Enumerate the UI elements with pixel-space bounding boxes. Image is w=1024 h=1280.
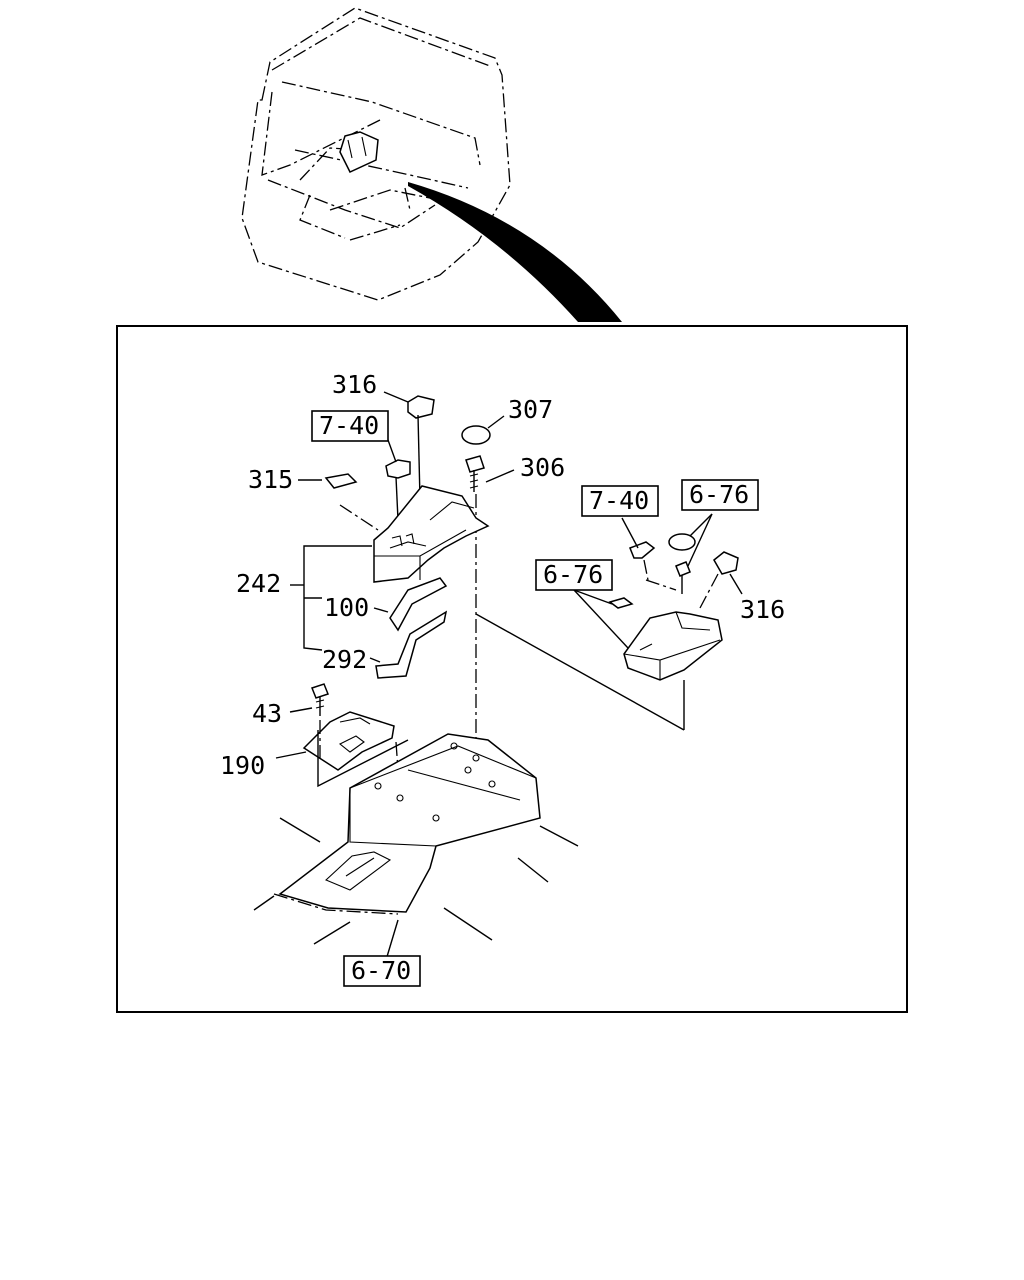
cab-overview — [241, 7, 622, 322]
ref-6-76-mid-text: 6-76 — [543, 560, 603, 589]
label-100: 100 — [324, 593, 369, 622]
right-console-cover — [475, 533, 739, 731]
screw-306 — [465, 455, 485, 473]
plate-190 — [302, 711, 395, 771]
clip-7-40 — [385, 459, 411, 479]
label-316-top: 316 — [332, 370, 377, 399]
label-307: 307 — [508, 395, 553, 424]
label-43: 43 — [252, 699, 282, 728]
floor-console — [253, 733, 579, 961]
ref-7-40-left: 7-40 — [311, 410, 389, 442]
ref-6-70-text: 6-70 — [351, 956, 411, 985]
cover-body — [373, 485, 490, 583]
ref-7-40-right-text: 7-40 — [589, 486, 649, 515]
right-pad — [608, 597, 634, 609]
label-190: 190 — [220, 751, 265, 780]
right-clip-7-40 — [629, 541, 656, 559]
cap-307 — [461, 425, 491, 445]
label-242: 242 — [236, 569, 281, 598]
plate-100 — [389, 577, 448, 632]
right-screw — [675, 561, 691, 577]
plate-292 — [375, 610, 448, 679]
right-cap — [668, 533, 696, 551]
label-292: 292 — [322, 645, 367, 674]
ref-6-76-mid: 6-76 — [535, 559, 613, 591]
leader-lines — [298, 391, 743, 649]
detail-frame — [116, 325, 908, 1013]
ref-7-40-right: 7-40 — [581, 485, 659, 517]
ref-6-70: 6-70 — [343, 955, 421, 987]
callout-arc — [408, 182, 622, 322]
label-306: 306 — [520, 453, 565, 482]
right-clip-316 — [713, 551, 739, 575]
right-cover-body — [623, 611, 723, 681]
ref-6-76-top: 6-76 — [681, 479, 759, 511]
bolt-43 — [311, 683, 329, 699]
ref-7-40-left-text: 7-40 — [319, 411, 379, 440]
label-316-right: 316 — [740, 595, 785, 624]
console-base — [278, 733, 541, 913]
shifter-detail — [339, 131, 379, 173]
pad-315 — [324, 473, 358, 489]
label-315: 315 — [248, 465, 293, 494]
clip-316-top — [407, 395, 435, 419]
ref-6-76-top-text: 6-76 — [689, 480, 749, 509]
console-cover-assembly — [275, 395, 491, 788]
